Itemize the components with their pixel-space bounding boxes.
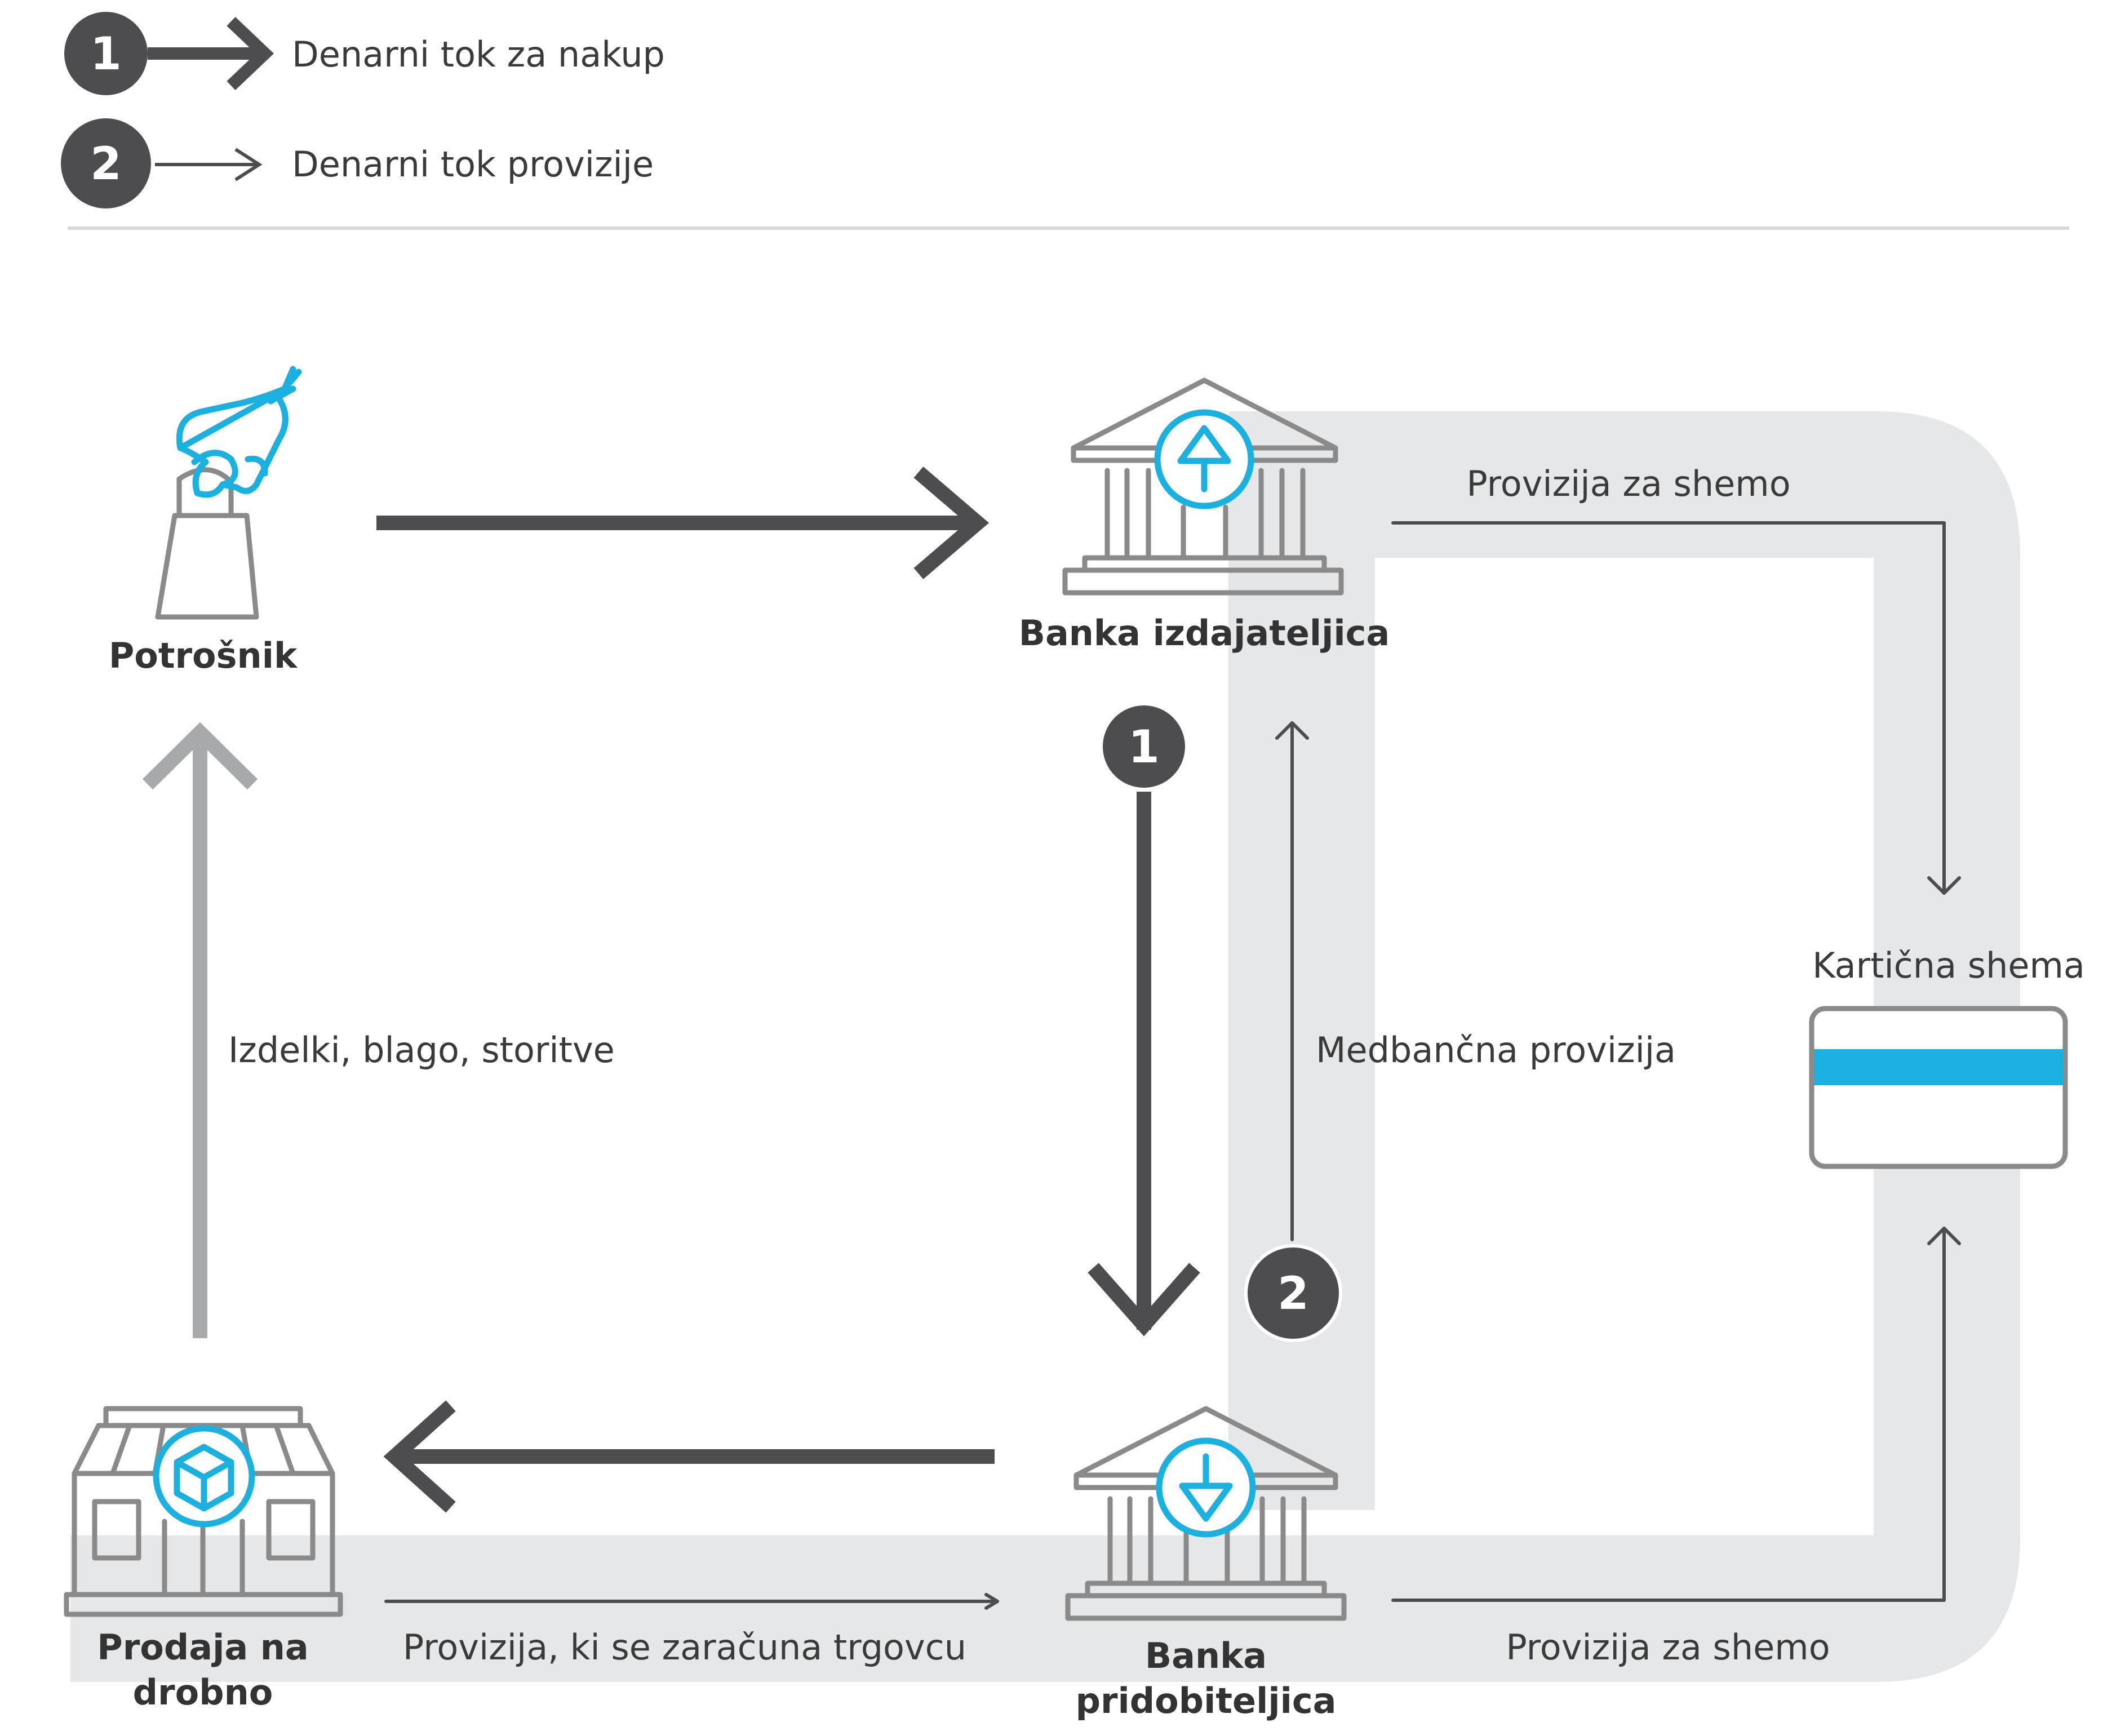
arrow-consumer-to-issuing-bank bbox=[376, 467, 989, 579]
legend-commission-flow: 2 Denarni tok provizije bbox=[61, 118, 654, 208]
arrow-issuing-to-card-scheme bbox=[1391, 521, 1961, 895]
commission-flow: 2 bbox=[384, 521, 1961, 1610]
card-scheme-label: Kartična shema bbox=[1812, 945, 2085, 986]
arrow-acquiring-to-issuing-interchange bbox=[1275, 721, 1309, 1241]
arrow-retail-to-consumer-goods bbox=[142, 722, 258, 1338]
acquiring-bank-label-line1: Banka bbox=[1145, 1635, 1267, 1676]
bank-arrow-down-icon bbox=[1065, 1406, 1347, 1621]
flow-badge-2: 2 bbox=[1244, 1244, 1342, 1342]
issuing-bank-label: Banka izdajateljica bbox=[1019, 612, 1390, 654]
arrow-retail-to-acquiring-merchant-fee bbox=[384, 1593, 999, 1610]
goods-label: Izdelki, blago, storitve bbox=[228, 1029, 615, 1071]
legend-thin-arrow-head bbox=[234, 148, 263, 181]
legend-purchase-label: Denarni tok za nakup bbox=[292, 34, 665, 75]
retail-node: Prodaja na drobno bbox=[64, 1406, 343, 1713]
legend-badge-1 bbox=[64, 12, 148, 95]
issuing-bank-node: Banka izdajateljica bbox=[1019, 378, 1390, 654]
arrow-acquiring-to-card-scheme bbox=[1391, 1227, 1961, 1602]
bank-arrow-up-icon bbox=[1062, 378, 1344, 596]
acquiring-bank-label-line2: pridobiteljica bbox=[1076, 1680, 1337, 1721]
arrow-issuing-to-acquiring-bank bbox=[1088, 792, 1200, 1337]
retail-label-line2: drobno bbox=[133, 1672, 273, 1713]
scheme-fee-bottom-label: Provizija za shemo bbox=[1506, 1627, 1830, 1668]
flow-badge-2-number: 2 bbox=[1277, 1267, 1309, 1320]
purchase-flow: 1 bbox=[142, 467, 1200, 1513]
consumer-node: Potrošnik bbox=[109, 366, 302, 676]
acquiring-bank-node: Banka pridobiteljica bbox=[1065, 1406, 1347, 1721]
store-box-icon bbox=[64, 1406, 343, 1617]
legend-commission-label: Denarni tok provizije bbox=[292, 144, 654, 185]
legend-badge-2-number: 2 bbox=[90, 137, 122, 190]
merchant-fee-label: Provizija, ki se zaračuna trgovcu bbox=[403, 1627, 966, 1668]
payment-card-icon bbox=[1809, 1006, 2068, 1169]
flow-badge-1: 1 bbox=[1099, 702, 1188, 791]
legend-badge-1-number: 1 bbox=[90, 28, 122, 80]
legend-badge-2 bbox=[61, 118, 151, 208]
retail-label-line1: Prodaja na bbox=[97, 1627, 308, 1668]
hand-shopping-bag-icon bbox=[155, 366, 302, 620]
commission-band bbox=[70, 411, 2020, 1682]
band-top-right-loop bbox=[1228, 411, 2020, 1682]
flow-labels: Izdelki, blago, storitve Medbančna provi… bbox=[228, 463, 1830, 1668]
scheme-fee-top-label: Provizija za shemo bbox=[1466, 463, 1790, 504]
flow-badge-1-number: 1 bbox=[1128, 721, 1160, 773]
legend: 1 Denarni tok za nakup 2 Denarni tok pro… bbox=[61, 12, 2069, 230]
arrow-acquiring-bank-to-retail bbox=[383, 1400, 995, 1513]
legend-purchase-flow: 1 Denarni tok za nakup bbox=[64, 12, 665, 95]
interchange-label: Medbančna provizija bbox=[1316, 1029, 1676, 1071]
legend-thick-arrow-head bbox=[227, 17, 274, 90]
card-scheme-node: Kartična shema bbox=[1809, 945, 2085, 1169]
consumer-label: Potrošnik bbox=[109, 635, 298, 676]
